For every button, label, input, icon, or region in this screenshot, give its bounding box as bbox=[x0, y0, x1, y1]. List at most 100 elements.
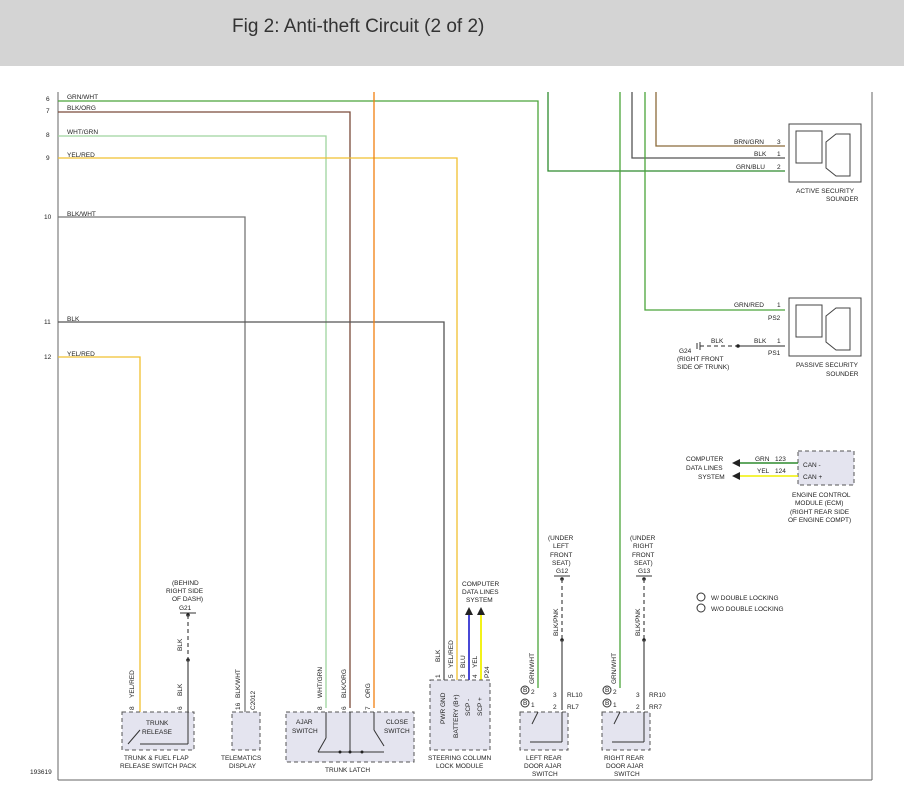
legend-b-marker bbox=[520, 698, 530, 708]
steering-column-lock-module: COMPUTER DATA LINES SYSTEM 1 BLK 5 YEL/R… bbox=[428, 581, 500, 770]
wire-label: YEL/RED bbox=[129, 670, 136, 698]
telematics-box bbox=[231, 711, 261, 751]
pin-number: 7 bbox=[46, 108, 50, 115]
wire-label: BLK/WHT bbox=[67, 211, 96, 218]
pin-number: 2 bbox=[613, 689, 617, 696]
ground-id: G12 bbox=[556, 568, 569, 575]
sounder-coil-icon bbox=[795, 130, 823, 164]
system-label: SYSTEM bbox=[698, 474, 725, 481]
ground-location: SEAT) bbox=[634, 560, 653, 567]
wire-blk-wht-10 bbox=[58, 216, 246, 712]
pin-function: SCP + bbox=[477, 697, 484, 716]
passive-security-sounder: GRN/RED 1 PS2 BLK 1 PS1 PASSIVE SECURITY… bbox=[677, 297, 862, 378]
pin-number: 16 bbox=[235, 702, 242, 710]
pin-number: 6 bbox=[177, 706, 184, 710]
pin-number: 3 bbox=[636, 692, 640, 699]
connector-id: P24 bbox=[484, 666, 491, 678]
switch-label: TRUNK bbox=[146, 720, 169, 727]
arrow-up-icon bbox=[477, 607, 485, 615]
component-name: SWITCH bbox=[614, 771, 640, 778]
variant-mark: B bbox=[523, 687, 527, 694]
wire-brn-grn bbox=[655, 92, 785, 147]
pin-number: 2 bbox=[777, 164, 781, 171]
pin-number: 2 bbox=[531, 689, 535, 696]
wire-grn-wht-6 bbox=[58, 100, 539, 688]
ground-location: (RIGHT FRONT bbox=[677, 356, 723, 363]
pin-number: 5 bbox=[448, 674, 455, 678]
pin-number: 1 bbox=[777, 302, 781, 309]
engine-control-module: CAN - CAN + GRN 123 YEL 124 COMPUTER DAT… bbox=[686, 450, 855, 524]
component-name: TELEMATICS bbox=[221, 755, 262, 762]
wire-grn-red bbox=[644, 92, 785, 311]
pin-number: 124 bbox=[775, 468, 786, 475]
component-name: DOOR AJAR bbox=[524, 763, 562, 770]
wire-label: BLK bbox=[67, 316, 80, 323]
splice-dot bbox=[348, 750, 352, 754]
wire-label: GRN bbox=[755, 456, 770, 463]
wire-label: BLK/ORG bbox=[67, 105, 96, 112]
trunk-latch: AJAR SWITCH CLOSE SWITCH 8 WHT/GRN 6 BLK… bbox=[285, 667, 415, 774]
component-name: TRUNK LATCH bbox=[325, 767, 370, 774]
connector-id: RL10 bbox=[567, 692, 583, 699]
wire-label: GRN/BLU bbox=[736, 164, 765, 171]
wire-label: WHT/GRN bbox=[67, 129, 98, 136]
variant-mark: B bbox=[523, 700, 527, 707]
speaker-icon bbox=[825, 307, 851, 351]
pin-number: 2 bbox=[553, 704, 557, 711]
pin-number: 8 bbox=[46, 132, 50, 139]
component-name: ACTIVE SECURITY bbox=[796, 188, 855, 195]
switch-contact bbox=[531, 711, 539, 725]
legend-b-marker bbox=[602, 698, 612, 708]
legend-a-icon bbox=[696, 592, 706, 602]
component-name: OF ENGINE COMPT) bbox=[788, 517, 851, 524]
wire-label: BLK bbox=[754, 151, 767, 158]
ecm-signal: CAN - bbox=[803, 462, 821, 469]
pin-function: SCP - bbox=[465, 699, 472, 716]
variant-mark: B bbox=[605, 687, 609, 694]
left-rear-door-ajar-switch: GRN/WHT BLK/PNK B 2 B 1 3 RL10 2 RL7 LEF… bbox=[519, 608, 583, 778]
component-name: SOUNDER bbox=[826, 371, 859, 378]
wire-label: BLK bbox=[754, 338, 767, 345]
pin-number: 1 bbox=[777, 151, 781, 158]
system-label: DATA LINES bbox=[686, 465, 723, 472]
pin-function: PWR GND bbox=[440, 692, 447, 724]
ground-g13: (UNDER RIGHT FRONT SEAT) G13 bbox=[630, 535, 656, 710]
ground-location: OF DASH) bbox=[172, 596, 203, 603]
pin-number: 8 bbox=[317, 706, 324, 710]
wire-label: GRN/WHT bbox=[67, 94, 98, 101]
ground-location: (BEHIND bbox=[172, 580, 199, 587]
wire-label: YEL/RED bbox=[448, 640, 455, 668]
pin-number: 3 bbox=[777, 139, 781, 146]
pin-number: 3 bbox=[460, 674, 467, 678]
left-pins: 6 GRN/WHT 7 BLK/ORG 8 WHT/GRN 9 YEL/RED … bbox=[44, 94, 98, 361]
component-name: LOCK MODULE bbox=[436, 763, 484, 770]
legend-b-marker bbox=[602, 685, 612, 695]
system-label: DATA LINES bbox=[462, 589, 499, 596]
component-name: STEERING COLUMN bbox=[428, 755, 492, 762]
pin-number: 6 bbox=[341, 706, 348, 710]
ground-id: G21 bbox=[179, 605, 192, 612]
legend-b-icon bbox=[696, 603, 706, 613]
component-name: LEFT REAR bbox=[526, 755, 562, 762]
wire-label: BLK/PNK bbox=[635, 608, 642, 636]
component-name: TRUNK & FUEL FLAP bbox=[124, 755, 189, 762]
ground-id: G13 bbox=[638, 568, 651, 575]
sounder-coil-icon bbox=[795, 304, 823, 338]
switch-contact bbox=[317, 737, 327, 753]
speaker-icon bbox=[825, 133, 851, 177]
wire-label: BLK/ORG bbox=[341, 669, 348, 698]
switch-label: CLOSE bbox=[386, 719, 409, 726]
wire-yel-red-9 bbox=[58, 157, 458, 680]
steering-lock-box bbox=[429, 679, 491, 751]
component-name: PASSIVE SECURITY bbox=[796, 362, 859, 369]
wire-label: BLK/PNK bbox=[553, 608, 560, 636]
pin-number: 6 bbox=[46, 96, 50, 103]
right-rear-door-ajar-switch: GRN/WHT BLK/PNK B 2 B 1 3 RR10 2 RR7 RIG… bbox=[601, 608, 666, 778]
wire-grn-blu bbox=[547, 92, 785, 172]
wire-label: GRN/WHT bbox=[611, 653, 618, 684]
wire-label: BLK bbox=[435, 649, 442, 662]
switch-label: RELEASE bbox=[142, 729, 173, 736]
ground-location: FRONT bbox=[632, 552, 654, 559]
splice-dot bbox=[360, 750, 364, 754]
